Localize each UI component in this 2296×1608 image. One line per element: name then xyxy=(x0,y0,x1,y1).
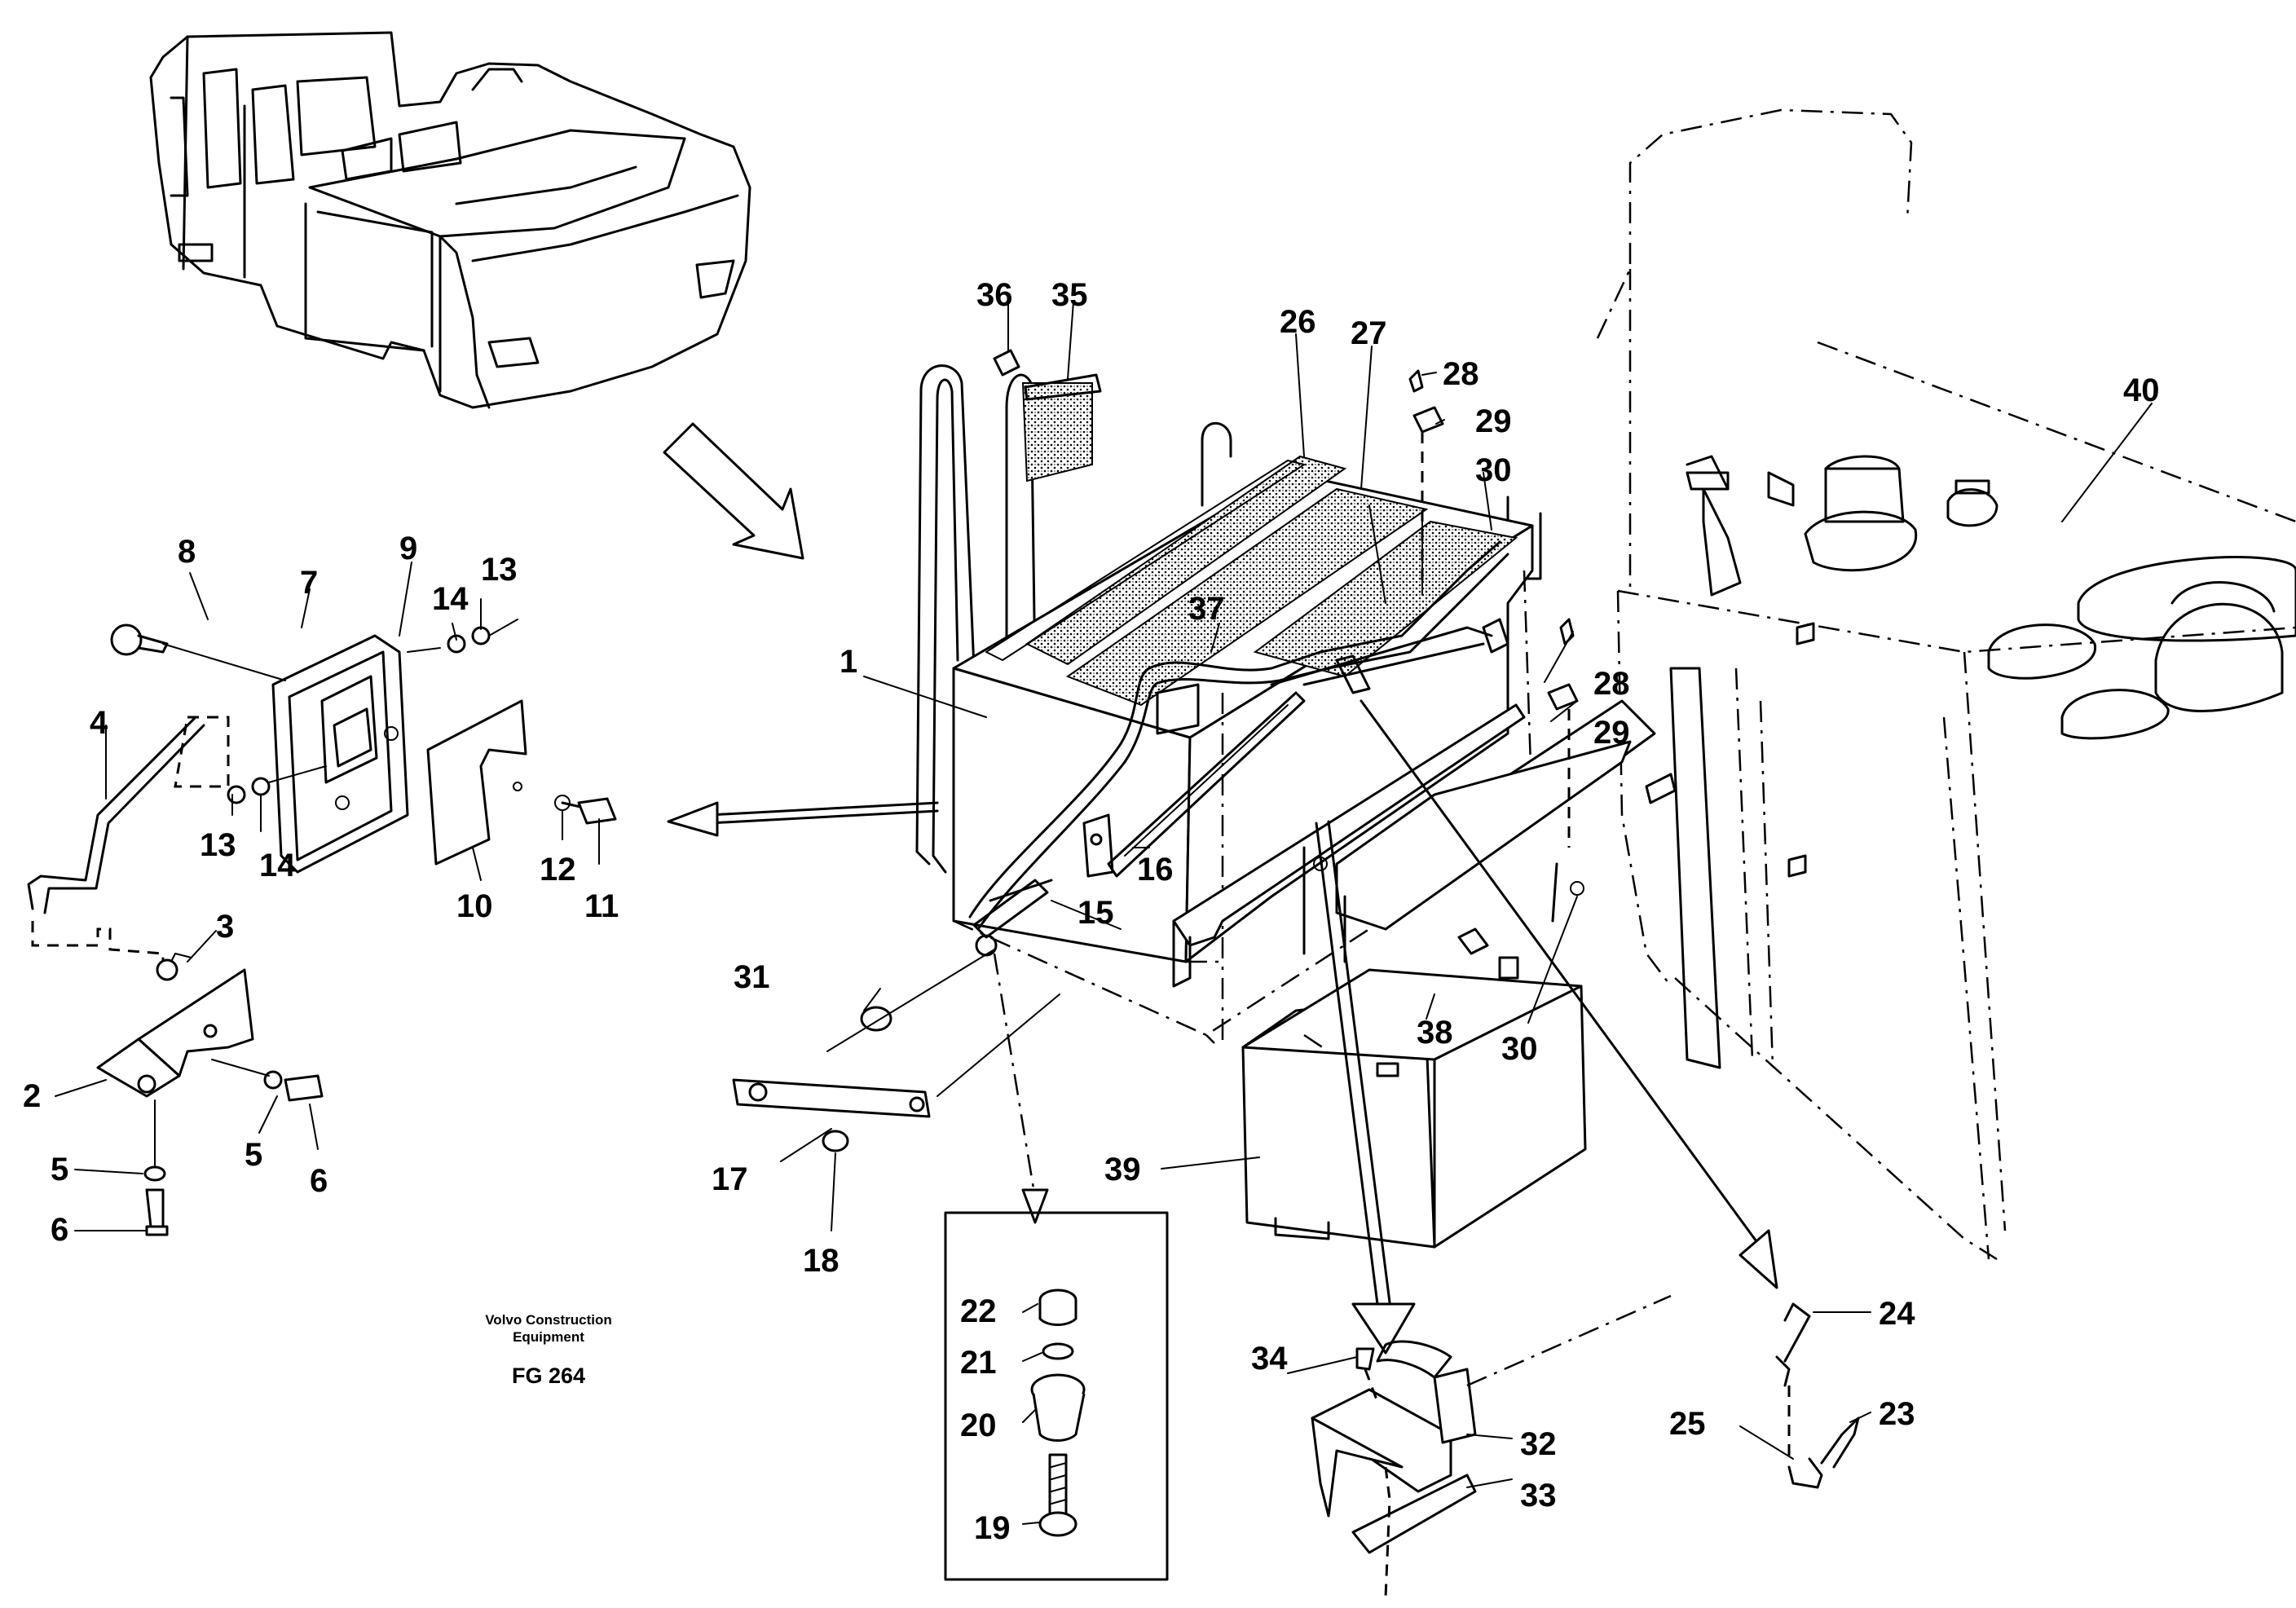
clips-23-24-25 xyxy=(1775,1302,1860,1489)
bolt-28-29-upper xyxy=(1408,369,1444,587)
main-switch-assembly xyxy=(27,619,617,1236)
callout-4: 4 xyxy=(90,705,108,741)
callout-35: 35 xyxy=(1051,277,1088,313)
callout-14b: 14 xyxy=(259,848,296,883)
callout-29a: 29 xyxy=(1475,403,1512,439)
callout-32: 32 xyxy=(1520,1426,1557,1462)
callout-2: 2 xyxy=(23,1078,41,1114)
callout-6a: 6 xyxy=(51,1212,68,1248)
callout-14a: 14 xyxy=(432,581,469,617)
engine-round-components xyxy=(1686,455,2296,740)
callout-24: 24 xyxy=(1879,1296,1915,1332)
detail-leader-arrows xyxy=(993,699,1778,1355)
callout-13b: 13 xyxy=(200,827,236,863)
figure-credit: Volvo Construction Equipment FG 264 xyxy=(485,1312,612,1388)
callout-30b: 30 xyxy=(1501,1031,1538,1067)
callout-28a: 28 xyxy=(1443,356,1479,392)
callout-37: 37 xyxy=(1188,591,1225,627)
callout-34: 34 xyxy=(1251,1341,1288,1377)
callout-21: 21 xyxy=(960,1345,997,1381)
callout-29b: 29 xyxy=(1593,715,1630,751)
callout-27: 27 xyxy=(1351,315,1387,351)
callout-26: 26 xyxy=(1280,304,1316,340)
callout-30a: 30 xyxy=(1475,452,1512,488)
callout-3: 3 xyxy=(216,909,234,945)
callout-1: 1 xyxy=(840,644,857,680)
callout-16: 16 xyxy=(1137,852,1174,888)
callout-5b: 5 xyxy=(245,1137,262,1173)
battery-box-assembly xyxy=(915,364,1677,1249)
callout-8: 8 xyxy=(178,534,196,570)
bracket-35 xyxy=(993,349,1102,482)
arrow-to-switch xyxy=(667,801,939,837)
callout-33: 33 xyxy=(1520,1478,1557,1513)
excavator-overview-illustration xyxy=(149,31,751,409)
callout-19: 19 xyxy=(974,1510,1011,1546)
callout-5a: 5 xyxy=(51,1152,68,1187)
figure-reference: FG 264 xyxy=(512,1363,585,1388)
callout-labels: 1 2 3 4 5 5 6 6 7 8 9 10 11 12 13 13 14 … xyxy=(23,277,2160,1546)
callout-39: 39 xyxy=(1104,1152,1141,1187)
bracket-32-33-bolt-34 xyxy=(1311,1294,1672,1598)
callout-25: 25 xyxy=(1669,1406,1706,1442)
callout-17: 17 xyxy=(712,1161,748,1197)
callout-38: 38 xyxy=(1417,1015,1453,1051)
callout-40: 40 xyxy=(2123,372,2160,408)
callout-10: 10 xyxy=(456,888,493,924)
callout-31: 31 xyxy=(734,959,770,995)
callout-23: 23 xyxy=(1879,1396,1915,1432)
callout-12: 12 xyxy=(540,852,576,888)
callout-20: 20 xyxy=(960,1408,997,1443)
callout-13a: 13 xyxy=(481,552,518,588)
isolator-detail-box xyxy=(944,1211,1169,1581)
callout-18: 18 xyxy=(803,1243,840,1279)
strap-17-nut-18-mount-31 xyxy=(732,949,1060,1152)
machine-body-outline xyxy=(1596,108,2296,1261)
callout-15: 15 xyxy=(1077,895,1114,931)
arrow-to-assembly xyxy=(663,422,804,560)
callout-9: 9 xyxy=(399,531,417,566)
callout-7: 7 xyxy=(300,565,318,601)
callout-22: 22 xyxy=(960,1293,997,1329)
callout-11: 11 xyxy=(584,888,619,924)
credit-line-2: Equipment xyxy=(513,1329,584,1345)
credit-line-1: Volvo Construction xyxy=(485,1312,612,1328)
leader-lines xyxy=(55,301,2153,1525)
callout-36: 36 xyxy=(976,277,1013,313)
callout-6b: 6 xyxy=(310,1163,328,1199)
callout-28b: 28 xyxy=(1593,666,1630,702)
